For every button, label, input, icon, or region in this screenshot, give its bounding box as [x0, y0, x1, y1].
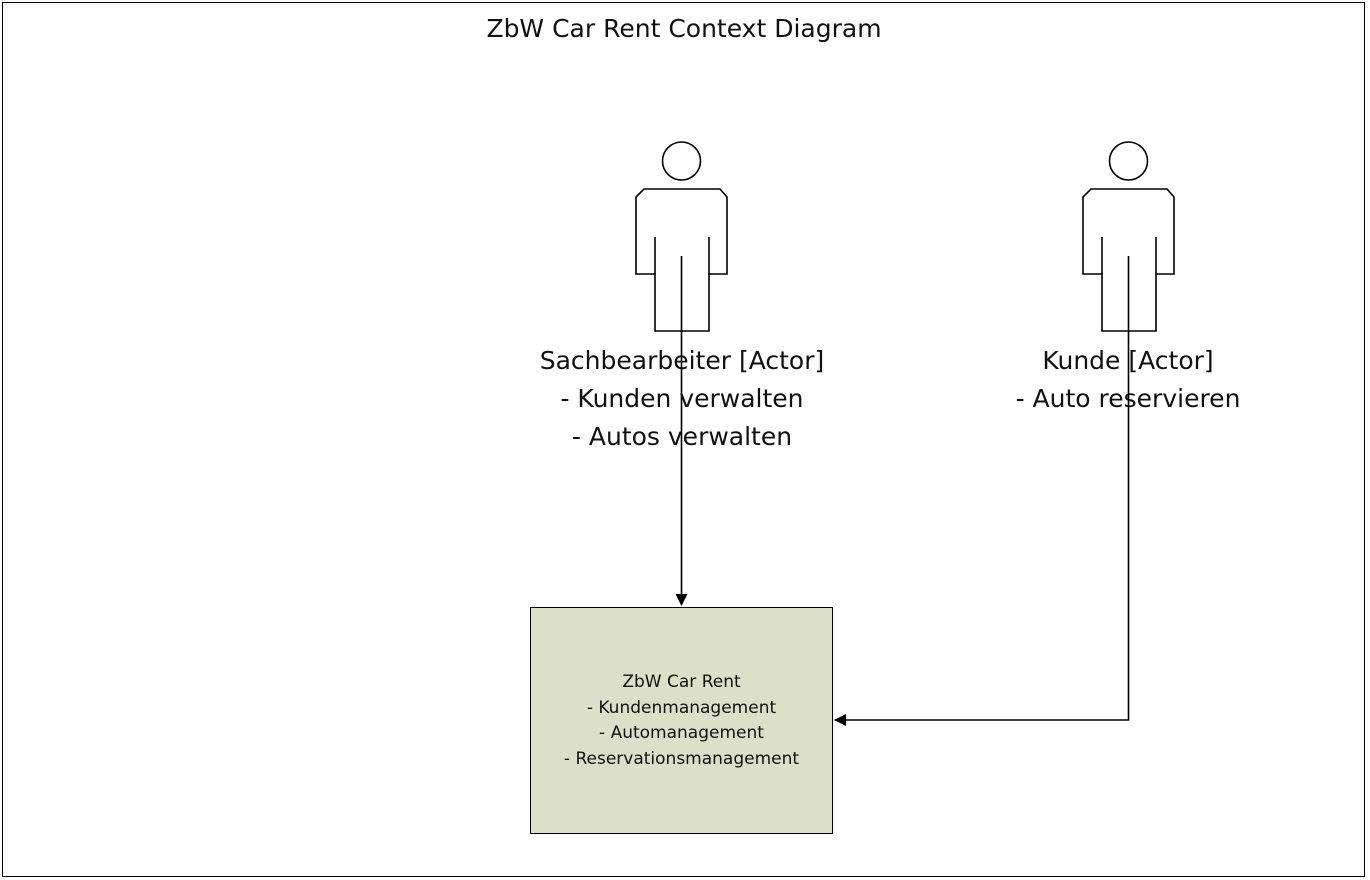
actor-head [661, 141, 702, 181]
actor-name: Sachbearbeiter [Actor] [539, 346, 825, 375]
system-module: - Reservationsmanagement [563, 748, 800, 769]
system-module: - Automanagement [599, 723, 764, 743]
actor-name: Kunde [Actor] [1042, 346, 1214, 375]
actor-kunde-label: Kunde [Actor] - Auto reservieren [978, 342, 1278, 418]
connector-kunde-to-system [834, 256, 1130, 726]
actor-responsibility: - Kunden verwalten [560, 384, 804, 413]
actor-kunde-figure [1082, 141, 1175, 332]
actor-responsibility: - Autos verwalten [571, 422, 793, 451]
actor-sachbearbeiter-label: Sachbearbeiter [Actor] - Kunden verwalte… [482, 342, 882, 456]
actor-responsibility: - Auto reservieren [1015, 384, 1241, 413]
actor-body [635, 188, 728, 332]
actor-sachbearbeiter-figure [635, 141, 728, 332]
system-module: - Kundenmanagement [586, 697, 777, 718]
system-box: ZbW Car Rent - Kundenmanagement - Automa… [530, 607, 833, 834]
actor-body [1082, 188, 1175, 332]
system-name: ZbW Car Rent [622, 672, 741, 692]
system-description: ZbW Car Rent - Kundenmanagement - Automa… [531, 670, 832, 772]
diagram-title: ZbW Car Rent Context Diagram [486, 14, 882, 43]
actor-head [1108, 141, 1149, 181]
